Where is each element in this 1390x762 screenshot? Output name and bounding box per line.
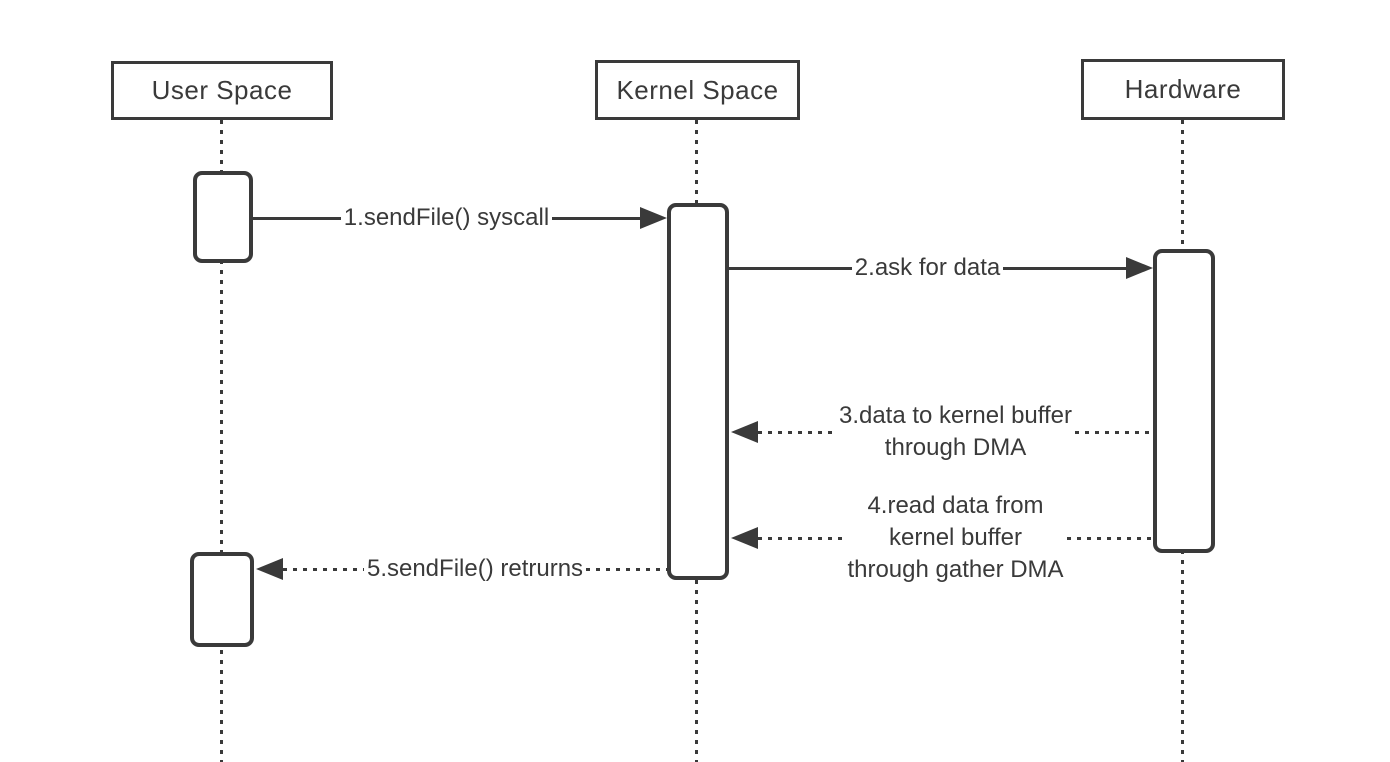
arrowhead-left-icon [256, 558, 283, 580]
actor-hardware: Hardware [1081, 59, 1285, 120]
actor-kernel-space-label: Kernel Space [616, 74, 779, 105]
message-5-line-right [586, 567, 668, 571]
arrowhead-right-icon [640, 207, 667, 229]
activation-user-space-1 [193, 171, 253, 263]
message-1-line-left [253, 216, 341, 220]
message-5-sendfile-returns: 5.sendFile() retrurns [256, 547, 668, 591]
actor-kernel-space: Kernel Space [595, 60, 800, 120]
message-2-line-right [1003, 266, 1127, 270]
message-1-sendfile-syscall: 1.sendFile() syscall [253, 196, 667, 240]
message-4-line-right [1066, 536, 1153, 540]
message-4-line-left [758, 536, 845, 540]
message-1-line-right [552, 216, 640, 220]
arrowhead-right-icon [1126, 257, 1154, 279]
message-5-line-left [283, 567, 364, 571]
message-2-ask-for-data: 2.ask for data [729, 246, 1154, 290]
message-2-label: 2.ask for data [854, 254, 1001, 282]
message-4-label: 4.read data from kernel buffer through g… [847, 492, 1064, 583]
activation-user-space-2 [190, 552, 254, 647]
actor-user-space: User Space [111, 61, 333, 120]
arrowhead-left-icon [731, 527, 758, 549]
activation-kernel-space [667, 203, 729, 580]
message-3-label: 3.data to kernel buffer through DMA [838, 402, 1073, 461]
message-1-label: 1.sendFile() syscall [343, 204, 550, 232]
message-3-line-left [758, 430, 836, 434]
lifeline-user-space [220, 120, 223, 762]
message-5-label: 5.sendFile() retrurns [366, 555, 584, 583]
message-3-line-right [1075, 430, 1153, 434]
message-3-data-to-kernel-buffer: 3.data to kernel buffer through DMA [731, 395, 1153, 469]
actor-user-space-label: User Space [151, 75, 293, 105]
message-4-read-data-from-kernel-buffer: 4.read data from kernel buffer through g… [731, 488, 1153, 588]
message-2-line-left [729, 266, 852, 270]
activation-hardware [1153, 249, 1215, 553]
actor-hardware-label: Hardware [1124, 74, 1242, 104]
arrowhead-left-icon [731, 421, 758, 443]
